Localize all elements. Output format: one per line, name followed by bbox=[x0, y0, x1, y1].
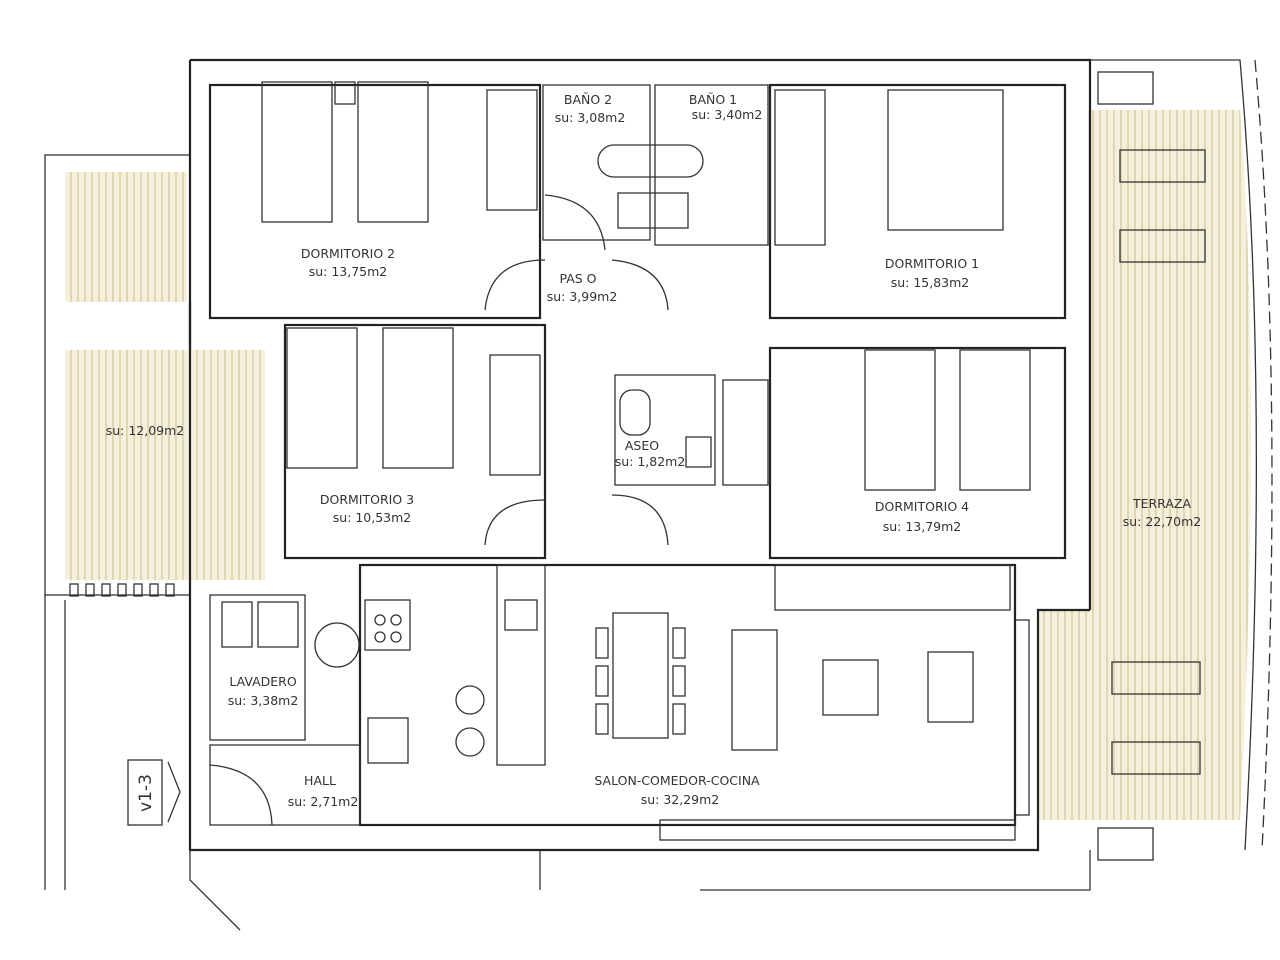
terrace-furniture bbox=[1111, 149, 1206, 775]
room-area: su: 10,53m2 bbox=[333, 510, 412, 525]
room-name: SALON-COMEDOR-COCINA bbox=[594, 773, 760, 788]
room-area: su: 12,09m2 bbox=[106, 423, 185, 438]
room-name: PAS O bbox=[559, 271, 596, 286]
room-area: su: 3,40m2 bbox=[692, 107, 763, 122]
room-area: su: 13,79m2 bbox=[883, 519, 962, 534]
room-area: su: 2,71m2 bbox=[288, 794, 359, 809]
room-area: su: 3,99m2 bbox=[547, 289, 618, 304]
room-area: su: 15,83m2 bbox=[891, 275, 970, 290]
room-name: DORMITORIO 4 bbox=[875, 499, 969, 514]
room-salon bbox=[358, 563, 1017, 827]
room-dormitorio-3 bbox=[283, 323, 547, 560]
room-name: DORMITORIO 1 bbox=[885, 256, 979, 271]
beds bbox=[261, 81, 1031, 491]
room-dormitorio-4 bbox=[768, 346, 1067, 560]
room-dormitorio-2 bbox=[208, 83, 542, 320]
room-name: HALL bbox=[304, 773, 336, 788]
room-area: su: 32,29m2 bbox=[641, 792, 720, 807]
room-name: LAVADERO bbox=[229, 674, 297, 689]
fixtures bbox=[221, 144, 1016, 841]
terrace-right bbox=[1038, 59, 1273, 861]
railing-posts bbox=[69, 583, 175, 597]
doors bbox=[209, 194, 669, 826]
room-area: su: 3,38m2 bbox=[228, 693, 299, 708]
room-area: su: 13,75m2 bbox=[309, 264, 388, 279]
room-lavadero bbox=[209, 594, 306, 741]
section-marker: v1-3 bbox=[127, 759, 181, 826]
room-area: su: 1,82m2 bbox=[615, 454, 686, 469]
room-dormitorio-1 bbox=[768, 83, 1067, 320]
room-name: DORMITORIO 2 bbox=[301, 246, 395, 261]
room-name: BAÑO 2 bbox=[564, 92, 612, 107]
room-bano-1 bbox=[654, 84, 769, 246]
terrace-left bbox=[44, 154, 265, 890]
room-area: su: 3,08m2 bbox=[555, 110, 626, 125]
plan-label: v1-3 bbox=[136, 774, 156, 812]
room-hall bbox=[209, 744, 361, 826]
room-bano-2 bbox=[542, 84, 651, 241]
room-area: su: 22,70m2 bbox=[1123, 514, 1202, 529]
room-labels: DORMITORIO 2 su: 13,75m2 BAÑO 2 su: 3,08… bbox=[106, 92, 1202, 809]
room-name: BAÑO 1 bbox=[689, 92, 737, 107]
room-name: DORMITORIO 3 bbox=[320, 492, 414, 507]
room-name: TERRAZA bbox=[1132, 496, 1192, 511]
room-name: ASEO bbox=[625, 438, 659, 453]
room-aseo bbox=[614, 374, 716, 486]
